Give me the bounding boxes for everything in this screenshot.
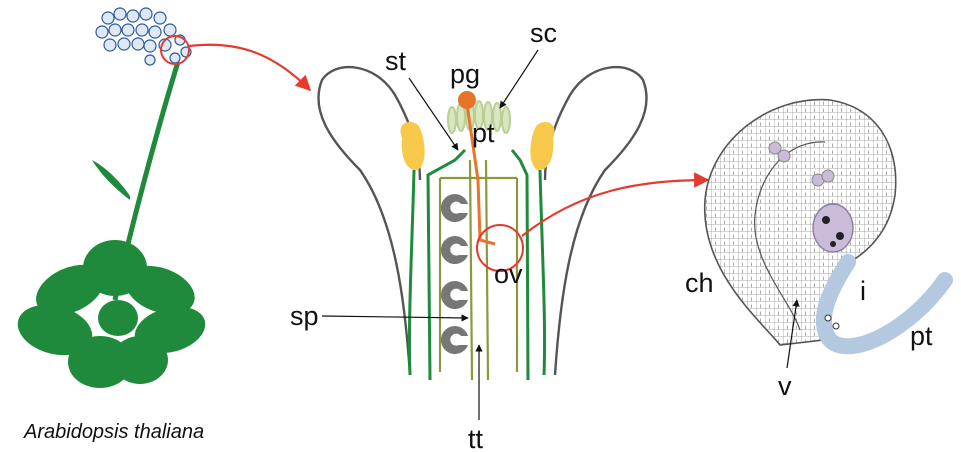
label-ch: ch xyxy=(685,268,714,298)
label-pt-ovule: pt xyxy=(910,321,933,351)
right-petal xyxy=(545,67,647,375)
integuments xyxy=(705,100,896,345)
pollen-grain xyxy=(458,91,476,109)
rosette-leaves xyxy=(12,240,210,388)
right-filament xyxy=(540,170,545,375)
label-sp: sp xyxy=(290,301,319,331)
species-label: Arabidopsis thaliana xyxy=(23,421,204,443)
label-st: st xyxy=(385,46,407,76)
left-petal xyxy=(318,67,420,375)
embryo-sac xyxy=(813,204,853,252)
right-anther xyxy=(530,122,554,170)
leader-sc xyxy=(500,50,538,108)
label-ov: ov xyxy=(494,259,523,289)
callout-arrow-ovule xyxy=(522,180,708,236)
ovule-detail xyxy=(705,100,945,347)
label-sc: sc xyxy=(530,18,557,48)
callout-arrow-flower xyxy=(189,45,310,90)
label-v: v xyxy=(778,371,792,401)
arabidopsis-plant xyxy=(12,8,210,388)
label-pt-pistil: pt xyxy=(472,118,495,148)
label-tt: tt xyxy=(468,424,484,452)
label-pg: pg xyxy=(450,59,480,89)
left-anther xyxy=(401,122,425,170)
leader-sp xyxy=(322,316,468,318)
left-filament xyxy=(409,170,414,375)
label-i: i xyxy=(860,276,866,306)
